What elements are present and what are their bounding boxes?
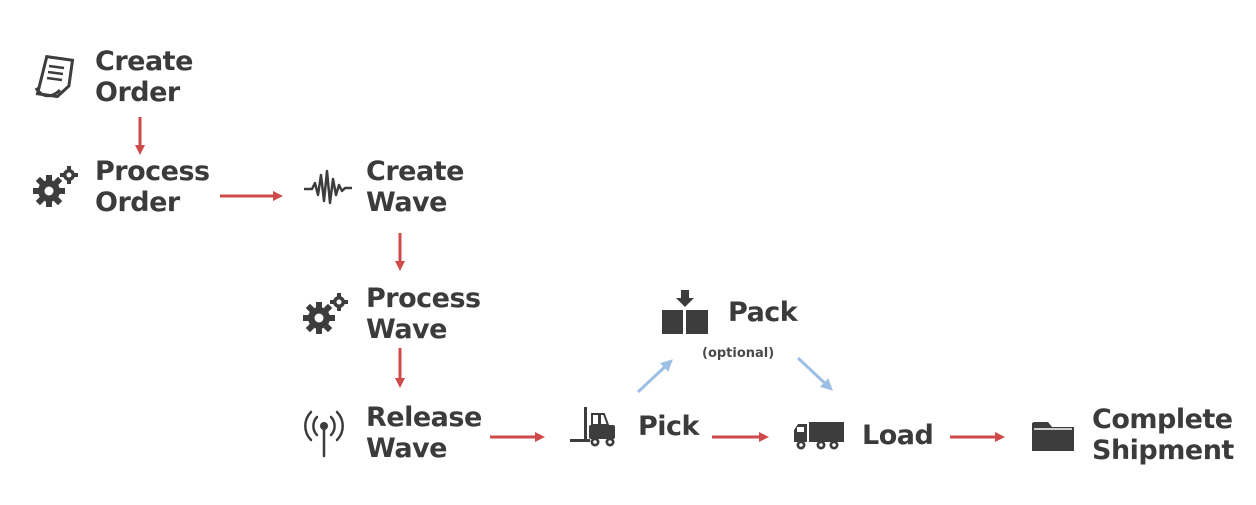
arrow-pack-to-load xyxy=(796,356,833,391)
node-complete-shipment: Complete Shipment xyxy=(1032,404,1234,466)
pick-label: Pick xyxy=(638,410,700,442)
node-process-wave: Process Wave xyxy=(302,283,481,345)
node-create-wave: Create Wave xyxy=(304,156,464,218)
create-wave-line-2: Wave xyxy=(366,187,447,218)
forklift-icon xyxy=(570,405,620,447)
release-wave-line-1: Release xyxy=(366,402,482,433)
node-pick: Pick xyxy=(570,405,700,447)
create-wave-label: Create Wave xyxy=(366,156,464,218)
load-line-1: Load xyxy=(862,420,934,451)
node-process-order: Process Order xyxy=(32,156,210,218)
gears-icon xyxy=(32,166,80,208)
process-order-line-1: Process xyxy=(95,156,210,187)
create-wave-line-1: Create xyxy=(366,156,464,187)
load-label: Load xyxy=(862,420,934,451)
process-wave-line-2: Wave xyxy=(366,314,447,345)
folder-icon xyxy=(1032,419,1074,451)
create-order-line-1: Create xyxy=(95,46,193,77)
pick-line-1: Pick xyxy=(638,410,700,442)
document-icon xyxy=(32,54,78,100)
process-order-line-2: Order xyxy=(95,187,180,218)
waveform-icon xyxy=(304,169,352,205)
node-load: Load xyxy=(794,420,934,451)
arrow-pick-to-pack xyxy=(636,359,673,394)
complete-shipment-line-1: Complete xyxy=(1092,404,1233,435)
node-release-wave: Release Wave xyxy=(302,402,482,464)
pack-label: Pack xyxy=(728,296,798,328)
pack-line-1: Pack xyxy=(728,296,798,328)
process-wave-label: Process Wave xyxy=(366,283,481,345)
process-order-label: Process Order xyxy=(95,156,210,218)
pack-optional-note: (optional) xyxy=(702,346,775,361)
release-wave-label: Release Wave xyxy=(366,402,482,464)
node-pack: Pack xyxy=(662,290,798,334)
antenna-icon xyxy=(302,408,346,458)
create-order-line-2: Order xyxy=(95,77,180,108)
truck-icon xyxy=(794,421,844,450)
release-wave-line-2: Wave xyxy=(366,433,447,464)
complete-shipment-line-2: Shipment xyxy=(1092,435,1234,466)
box-icon xyxy=(662,290,708,334)
complete-shipment-label: Complete Shipment xyxy=(1092,404,1234,466)
node-create-order: Create Order xyxy=(32,46,193,108)
create-order-label: Create Order xyxy=(95,46,193,108)
process-wave-line-1: Process xyxy=(366,283,481,314)
gears-icon xyxy=(302,293,350,335)
